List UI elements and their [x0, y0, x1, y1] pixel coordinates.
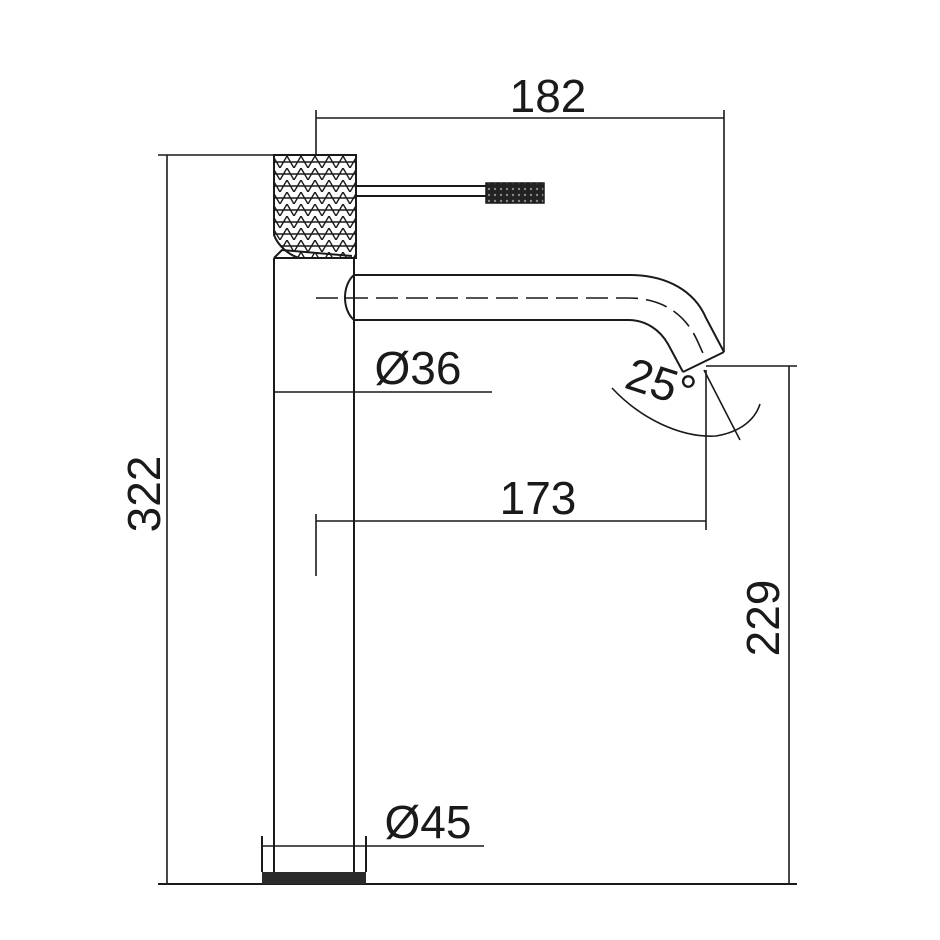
dimension-322 [158, 154, 274, 884]
knurled-handle [273, 154, 357, 259]
spout [316, 274, 725, 373]
dimension-45-label: Ø45 [385, 796, 472, 848]
lever [356, 182, 545, 204]
base-plate [262, 872, 366, 884]
lever-grip [485, 182, 545, 204]
dimension-182-label: 182 [510, 70, 587, 122]
angle-25 [611, 369, 761, 441]
dimension-229-label: 229 [737, 580, 789, 657]
dimension-322-label: 322 [118, 456, 170, 533]
dimension-182 [315, 110, 725, 352]
dimension-229 [706, 365, 797, 884]
dimension-173 [315, 370, 707, 576]
angle-25-label: 25° [620, 347, 702, 418]
dimension-173-label: 173 [500, 472, 577, 524]
dimension-36-label: Ø36 [375, 342, 462, 394]
faucet-body [273, 248, 355, 872]
